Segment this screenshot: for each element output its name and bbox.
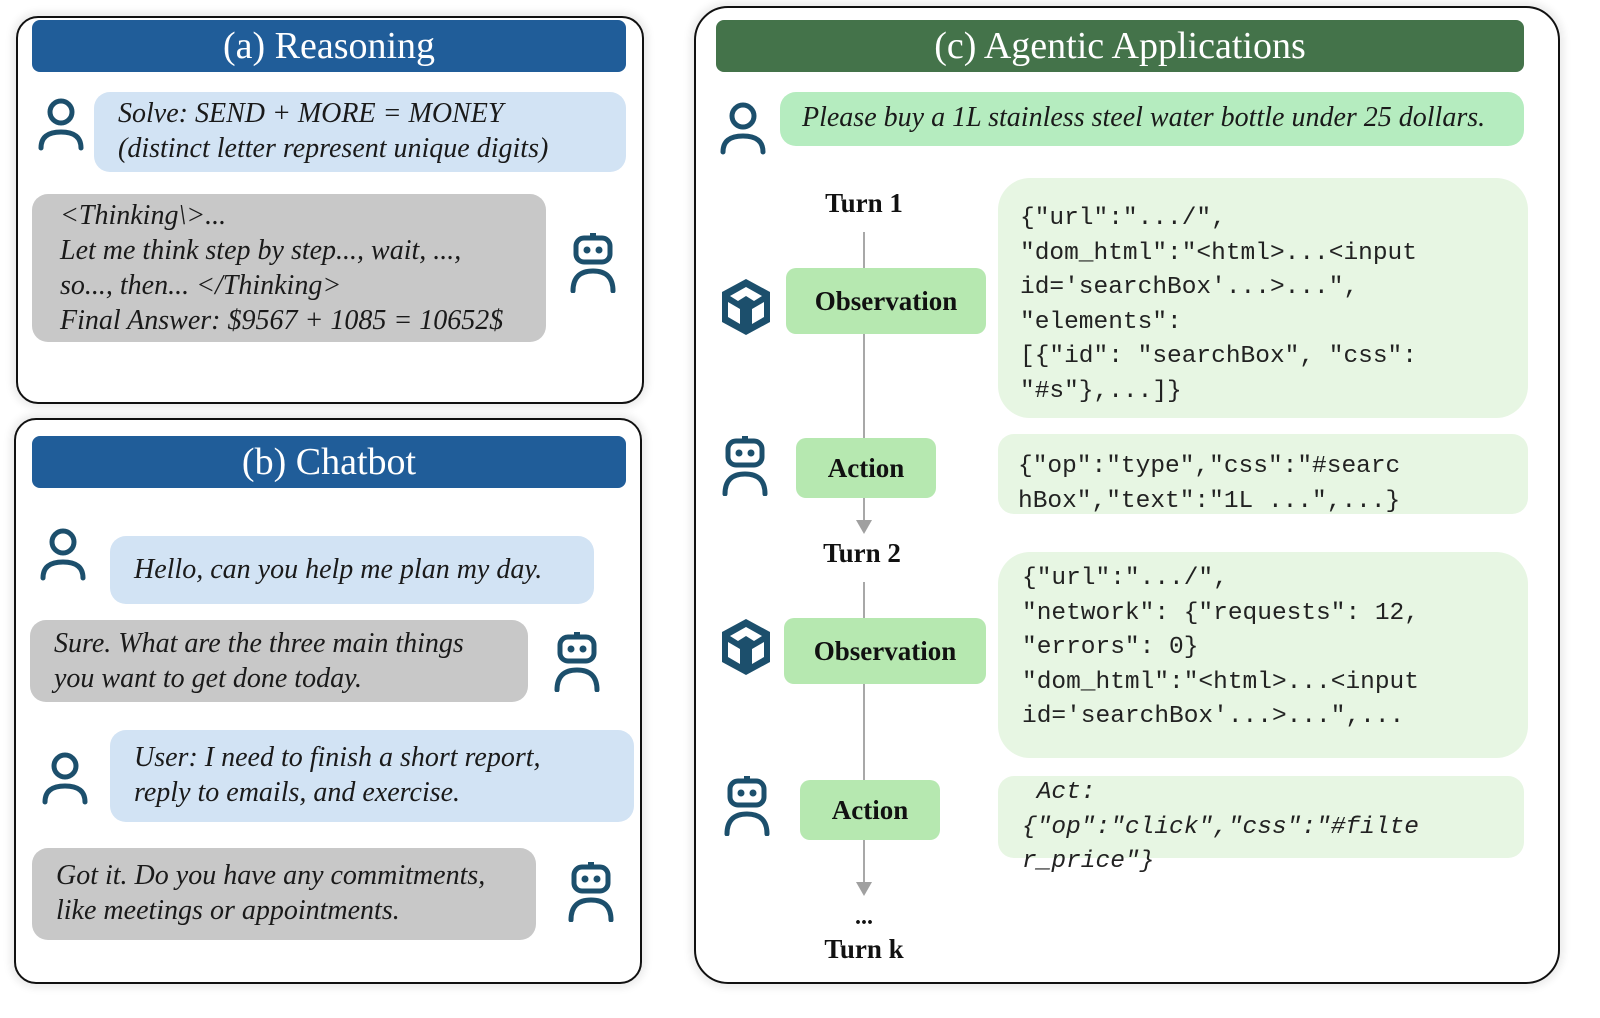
robot-icon [566,862,616,922]
action-content: {"op":"type","css":"#searc hBox","text":… [998,434,1528,515]
user-icon [36,96,86,152]
final-turn-label: Turn k [824,934,904,964]
timeline-line [863,232,865,268]
observation-content: {"url":".../", "network": {"requests": 1… [998,552,1528,758]
reasoning-panel: (a) Reasoning Solve: SEND + MORE = MONEY… [16,16,644,404]
turn-label: Turn 1 [825,188,903,218]
timeline-line [863,498,865,522]
robot-icon [552,632,602,692]
chatbot-header: (b) Chatbot [32,436,626,488]
agentic-panel: (c) Agentic Applications Please buy a 1L… [694,6,1560,984]
user-message: Solve: SEND + MORE = MONEY (distinct let… [94,92,626,172]
user-icon [718,100,768,156]
timeline-line [863,334,865,438]
chatbot-panel: (b) Chatbot Hello, can you help me plan … [14,418,642,984]
assistant-message: Got it. Do you have any commitments, lik… [32,848,536,940]
robot-icon [722,776,772,836]
timeline-line [863,684,865,782]
agentic-header: (c) Agentic Applications [716,20,1524,72]
action-step: Action [796,438,936,498]
observation-step: Observation [784,618,986,684]
observation-content: {"url":".../", "dom_html":"<html>...<inp… [998,178,1528,418]
arrow-down-icon [856,520,872,534]
robot-icon [568,233,618,293]
user-message: Hello, can you help me plan my day. [110,536,594,604]
user-task-message: Please buy a 1L stainless steel water bo… [780,92,1524,146]
assistant-message: Sure. What are the three main things you… [30,620,528,702]
cube-icon [718,616,774,678]
ellipsis: ... [855,904,873,930]
assistant-message: <Thinking\>... Let me think step by step… [32,194,546,342]
action-content: Act: {"op":"click","css":"#filte r_price… [998,776,1524,875]
user-message: User: I need to finish a short report, r… [110,730,634,822]
timeline-line [863,582,865,618]
user-icon [38,526,88,582]
robot-icon [720,436,770,496]
turn-label: Turn 2 [823,538,901,568]
observation-step: Observation [786,268,986,334]
arrow-down-icon [856,882,872,896]
user-icon [40,750,90,806]
cube-icon [718,276,774,338]
timeline-line [863,840,865,884]
action-step: Action [800,780,940,840]
reasoning-header: (a) Reasoning [32,20,626,72]
